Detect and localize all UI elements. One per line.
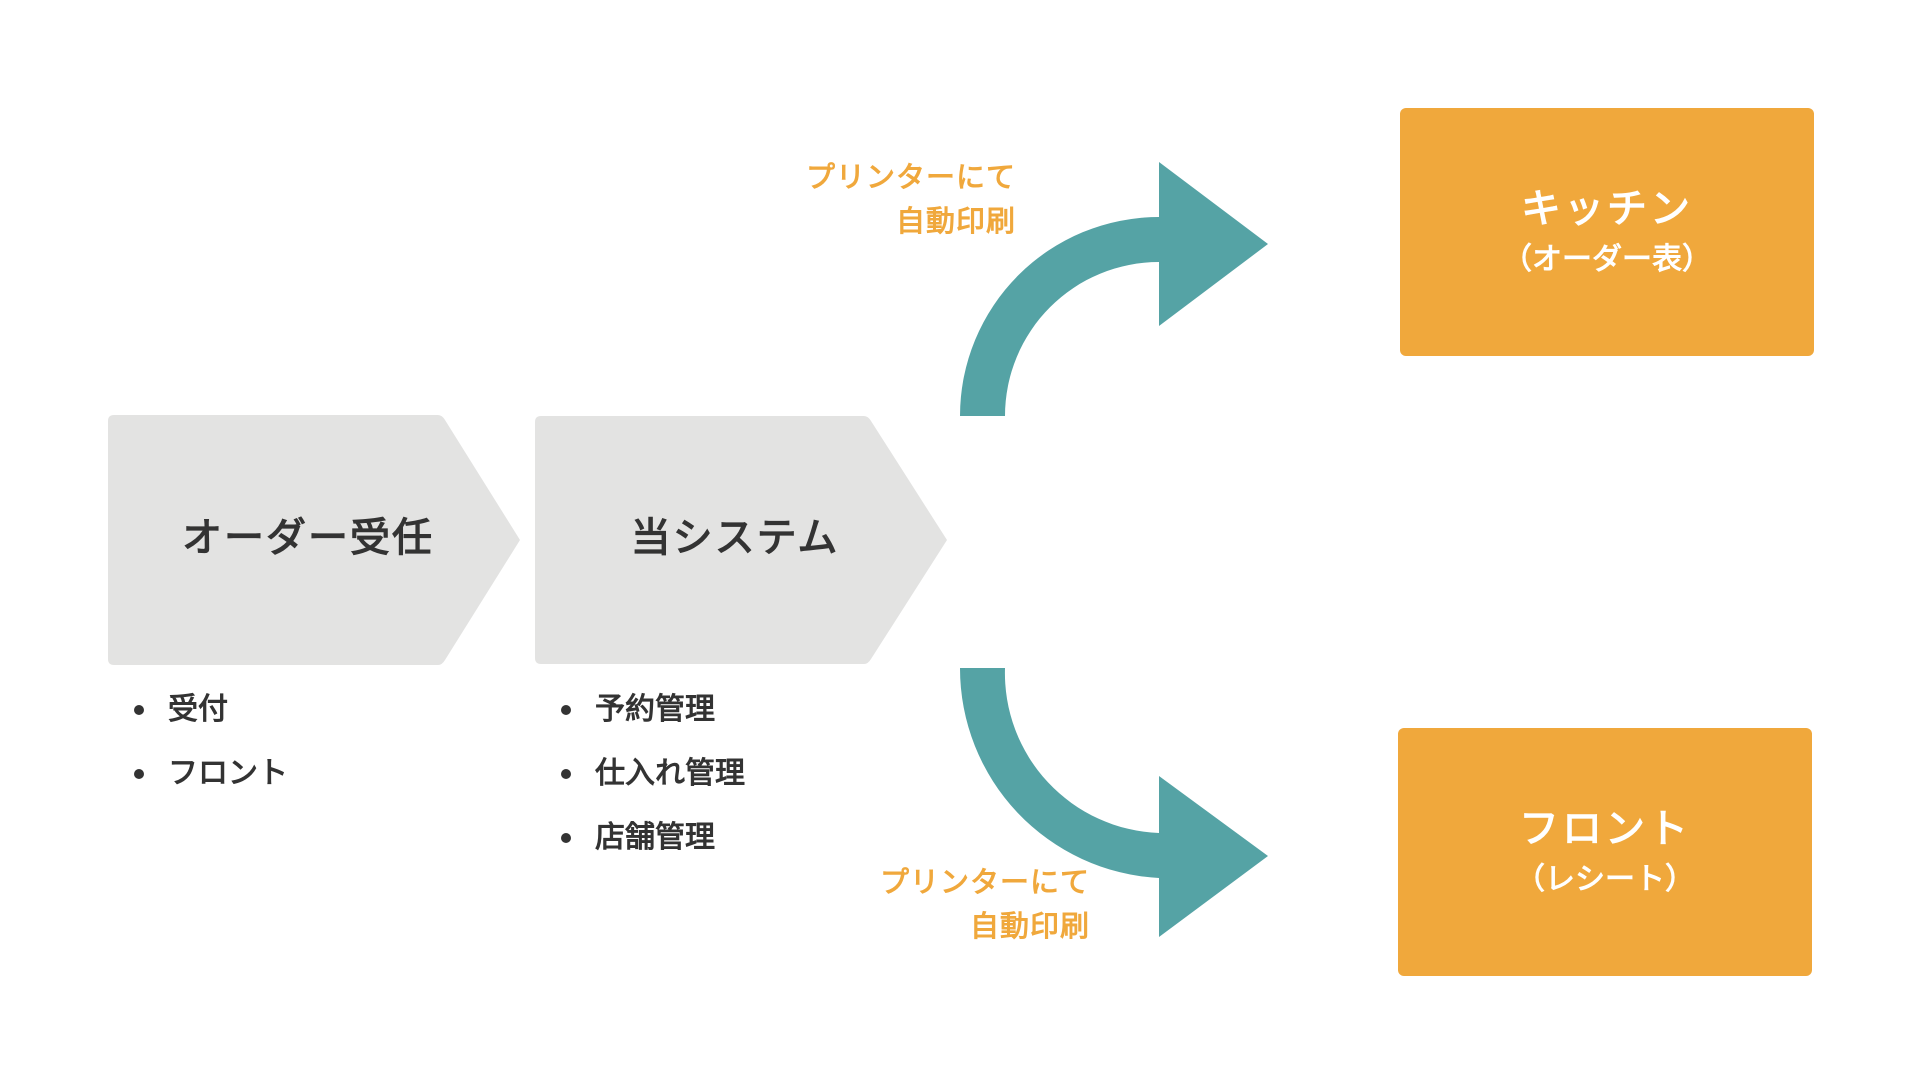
kitchen-subtitle: （オーダー表） bbox=[1502, 242, 1712, 277]
front-subtitle: （レシート） bbox=[1515, 862, 1695, 897]
chevron-this-system bbox=[535, 416, 947, 664]
list-item: フロント bbox=[134, 742, 288, 806]
list-item: 予約管理 bbox=[561, 678, 745, 742]
list-item: 受付 bbox=[134, 678, 288, 742]
bullet-icon bbox=[561, 769, 571, 779]
curved-arrow-to-kitchen-icon bbox=[960, 162, 1268, 416]
front-print-note: プリンターにて 自動印刷 bbox=[879, 865, 1090, 943]
chevron-order-intake bbox=[108, 415, 520, 665]
bullet-icon bbox=[561, 705, 571, 715]
kitchen-print-note: プリンターにて 自動印刷 bbox=[805, 160, 1016, 238]
front-output-box: フロント （レシート） bbox=[1398, 728, 1812, 976]
curved-arrow-to-front-icon bbox=[959, 668, 1268, 937]
order-intake-list: 受付 フロント bbox=[134, 678, 288, 806]
step-label-this-system: 当システム bbox=[630, 515, 840, 561]
bullet-icon bbox=[134, 705, 144, 715]
step-label-order-intake: オーダー受任 bbox=[182, 515, 434, 561]
bullet-icon bbox=[561, 833, 571, 843]
bullet-icon bbox=[134, 769, 144, 779]
kitchen-output-box: キッチン （オーダー表） bbox=[1400, 108, 1814, 356]
kitchen-title: キッチン bbox=[1521, 186, 1693, 232]
list-item: 店舗管理 bbox=[561, 806, 745, 870]
system-feature-list: 予約管理 仕入れ管理 店舗管理 bbox=[561, 678, 745, 870]
front-title: フロント bbox=[1519, 806, 1691, 852]
list-item: 仕入れ管理 bbox=[561, 742, 745, 806]
